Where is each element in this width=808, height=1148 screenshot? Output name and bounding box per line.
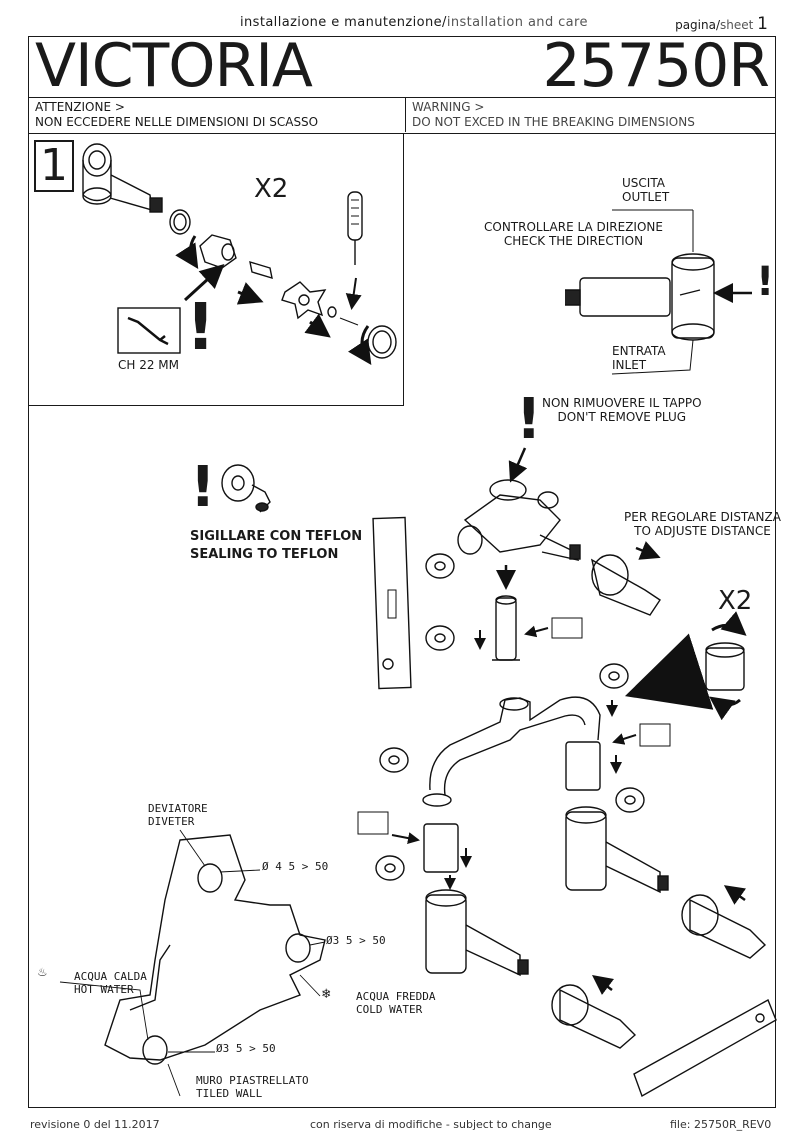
spout-drawing (422, 696, 601, 807)
content-frame (28, 134, 776, 1108)
step-1-panel (28, 134, 404, 406)
o-ring-drawing (169, 209, 191, 235)
cylinder-cover-drawing (590, 554, 661, 616)
hot-water-label: ACQUA CALDA HOT WATER (74, 970, 147, 996)
screwdriver-drawing (347, 191, 363, 265)
warning-it-text: NON ECCEDERE NELLE DIMENSIONI DI SCASSO (35, 115, 319, 129)
diverter-body-drawing (457, 479, 581, 561)
wrench-box (117, 307, 181, 354)
section-title-en: installation and care (446, 15, 588, 30)
warning-exclamation: ! (186, 291, 216, 365)
outlet-valve-drawing (565, 253, 715, 341)
lower-valve-left (425, 889, 529, 977)
hot-water-icon: ♨ (38, 964, 47, 980)
cover-plate-drawing (372, 516, 412, 690)
diverter-dimension: Ø 4 5 > 50 (262, 860, 329, 873)
teflon-exclamation: ! (190, 455, 216, 520)
teflon-roll-drawing (221, 464, 271, 513)
revision-label: revisione 0 del 11.2017 (30, 1118, 160, 1131)
model-code: 25750R (542, 31, 770, 101)
change-notice: con riserva di modifiche - subject to ch… (310, 1118, 552, 1131)
warning-en: WARNING > DO NOT EXCED IN THE BREAKING D… (405, 98, 775, 132)
teflon-label: SIGILLARE CON TEFLON SEALING TO TEFLON (190, 529, 363, 562)
cold-water-icon: ❄ (322, 986, 331, 1002)
section-title: installazione e manutenzione/installatio… (240, 15, 588, 30)
outlet-label: USCITA OUTLET (622, 176, 670, 204)
wrench-size-label: CH 22 MM (118, 358, 180, 372)
file-label: file: 25750R_REV0 (670, 1118, 772, 1131)
valve-body-drawing (82, 143, 163, 213)
extension-pipe-drawing (492, 595, 520, 661)
page-indicator: pagina/sheet 1 (675, 14, 768, 34)
cylinder-left (559, 988, 637, 1049)
warning-it-heading: ATTENZIONE > (35, 100, 125, 114)
warning-en-heading: WARNING > (412, 100, 485, 114)
cold-water-label: ACQUA FREDDA COLD WATER (356, 990, 436, 1016)
cap-drawing (348, 325, 397, 365)
model-name: VICTORIA (35, 31, 313, 101)
tiled-wall-label: MURO PIASTRELLATO TILED WALL (196, 1074, 309, 1100)
union-nut-right (565, 741, 601, 791)
warning-en-text: DO NOT EXCED IN THE BREAKING DIMENSIONS (412, 115, 695, 129)
pin-drawing (249, 260, 273, 280)
distance-label: PER REGOLARE DISTANZA TO ADJUSTE DISTANC… (624, 510, 781, 538)
plug-exclamation: ! (516, 387, 542, 452)
main-multiplier: X2 (718, 586, 753, 616)
hot-dimension: Ø3 5 > 50 (216, 1042, 276, 1055)
step-number: 1 (34, 140, 74, 192)
check-direction-label: CONTROLLARE LA DIREZIONE CHECK THE DIREC… (484, 220, 663, 248)
warning-it: ATTENZIONE > NON ECCEDERE NELLE DIMENSIO… (29, 98, 405, 132)
bottom-cover-plate (633, 999, 777, 1098)
step-multiplier: X2 (254, 174, 289, 204)
title-box: VICTORIA 25750R (28, 31, 776, 101)
header-bar: installazione e manutenzione/installatio… (0, 14, 808, 34)
union-nut-left (423, 823, 459, 873)
right-nut-drawing (705, 642, 745, 691)
cold-dimension: Ø3 5 > 50 (326, 934, 386, 947)
cylinder-right (689, 898, 767, 959)
section-title-it: installazione e manutenzione (240, 15, 443, 30)
nut-drawing (175, 234, 237, 270)
warning-row: ATTENZIONE > NON ECCEDERE NELLE DIMENSIO… (28, 98, 776, 134)
outlet-exclamation: ! (756, 259, 775, 305)
inlet-label: ENTRATA INLET (612, 344, 666, 372)
lower-valve-right (565, 806, 669, 894)
cross-handle-drawing (281, 281, 327, 320)
page-number: 1 (757, 14, 768, 34)
plug-label: NON RIMUOVERE IL TAPPO DON'T REMOVE PLUG (542, 396, 702, 424)
diverter-label: DEVIATORE DIVETER (148, 802, 208, 828)
